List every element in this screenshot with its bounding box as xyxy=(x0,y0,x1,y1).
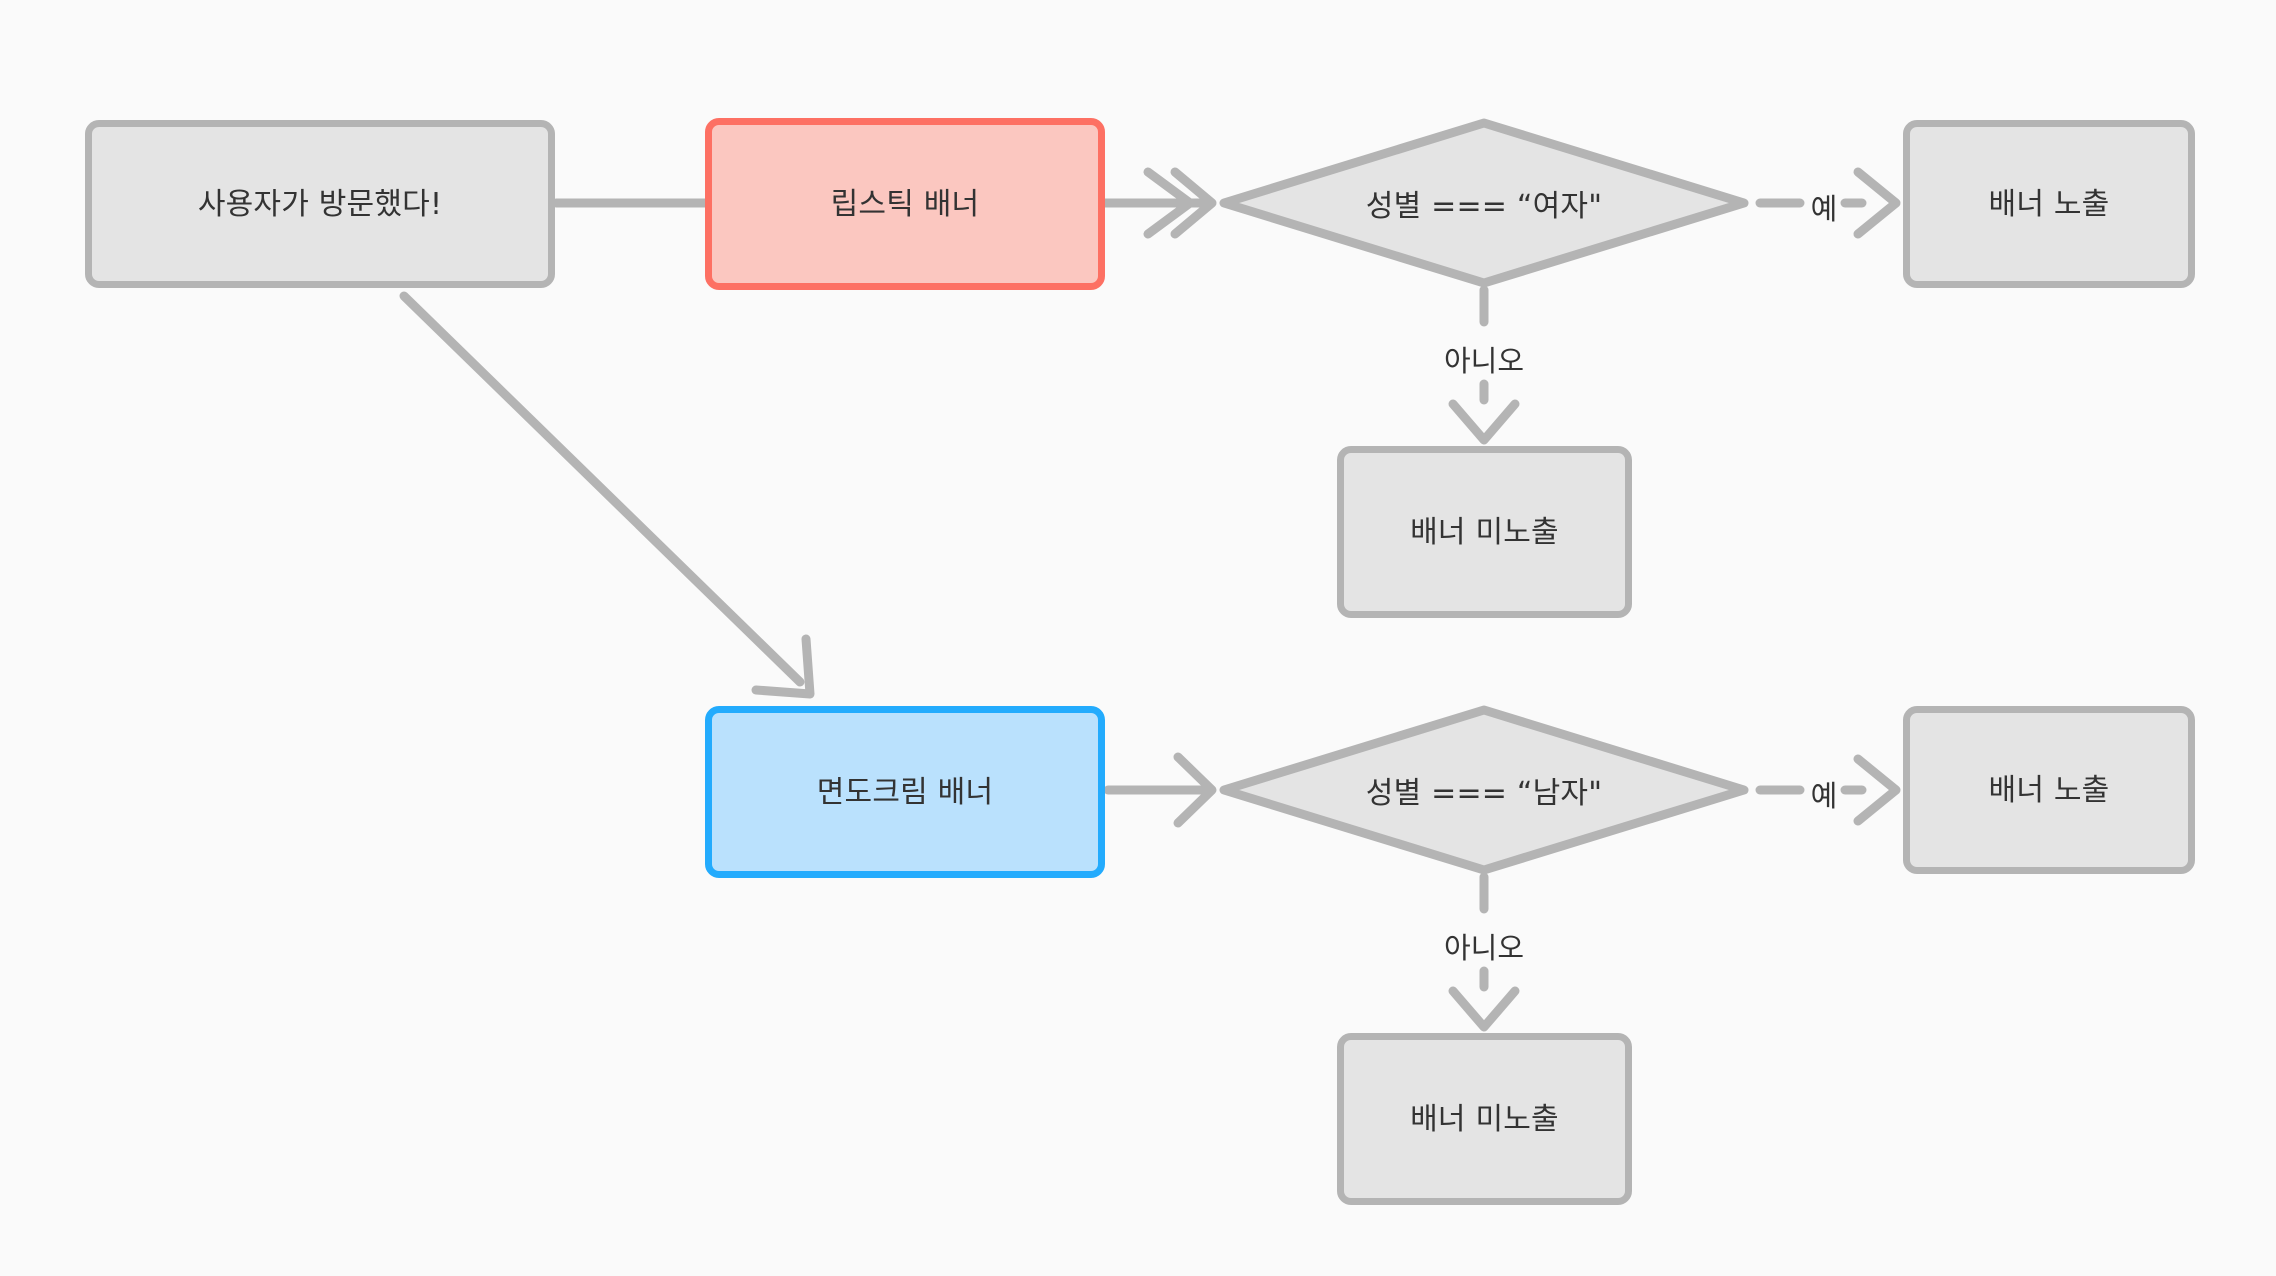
node-condition-male[interactable]: 성별 === “남자" xyxy=(1218,704,1750,876)
node-label: 사용자가 방문했다! xyxy=(197,186,443,222)
edge-arrow-condmale-show xyxy=(1853,754,1901,826)
node-show-banner-top[interactable]: 배너 노출 xyxy=(1903,120,2195,288)
edge-arrow-start-shaving xyxy=(751,634,815,699)
node-label: 배너 미노출 xyxy=(1410,1101,1559,1137)
node-hide-banner-top[interactable]: 배너 미노출 xyxy=(1337,446,1632,618)
edge-label-yes-top: 예 xyxy=(1810,192,1838,226)
node-label: 성별 === “남자" xyxy=(1365,776,1603,811)
edge-label-no-top: 아니오 xyxy=(1443,344,1525,378)
node-label: 배너 노출 xyxy=(1988,186,2110,222)
node-user-visited[interactable]: 사용자가 방문했다! xyxy=(85,120,555,288)
node-label: 배너 노출 xyxy=(1988,772,2110,808)
edge-label-yes-bottom: 예 xyxy=(1810,779,1838,813)
edge-arrow-condmale-hide xyxy=(1448,986,1520,1032)
node-condition-female[interactable]: 성별 === “여자" xyxy=(1218,117,1750,289)
edge-label-no-bottom: 아니오 xyxy=(1443,931,1525,965)
node-label: 성별 === “여자" xyxy=(1365,189,1603,224)
diamond-shape xyxy=(1219,118,1749,288)
edge-arrow-start-lipstick xyxy=(1143,167,1195,239)
node-label: 면도크림 배너 xyxy=(816,774,994,810)
edge-line-start-shaving xyxy=(399,291,805,687)
diamond-shape xyxy=(1219,705,1749,875)
edge-arrow-condfemale-hide xyxy=(1448,399,1520,445)
node-label: 배너 미노출 xyxy=(1410,514,1559,550)
node-shaving-cream-banner[interactable]: 면도크림 배너 xyxy=(705,706,1105,878)
node-show-banner-bottom[interactable]: 배너 노출 xyxy=(1903,706,2195,874)
node-label: 립스틱 배너 xyxy=(830,186,980,222)
node-lipstick-banner[interactable]: 립스틱 배너 xyxy=(705,118,1105,290)
edge-arrow-shaving-condmale xyxy=(1173,752,1217,828)
edge-arrow-lipstick-condfemale xyxy=(1170,167,1217,239)
node-hide-banner-bottom[interactable]: 배너 미노출 xyxy=(1337,1033,1632,1205)
edge-arrow-condfemale-show xyxy=(1853,167,1901,239)
